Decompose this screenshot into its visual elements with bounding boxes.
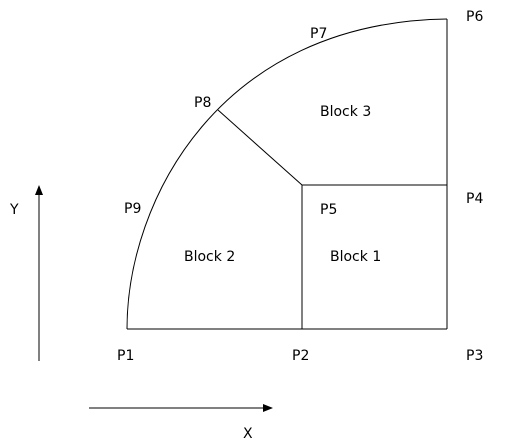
point-label-p3: P3 — [466, 348, 483, 364]
point-label-p2: P2 — [292, 348, 309, 364]
block-label-1: Block 1 — [330, 249, 381, 265]
x-axis-label: X — [243, 426, 253, 442]
point-label-p1: P1 — [117, 348, 134, 364]
point-label-p8: P8 — [194, 95, 211, 111]
point-label-p4: P4 — [466, 191, 483, 207]
point-label-p9: P9 — [124, 201, 141, 217]
edge-p5-p8 — [217, 109, 303, 186]
y-axis-label: Y — [9, 202, 19, 218]
point-label-p7: P7 — [310, 26, 327, 42]
block-label-2: Block 2 — [184, 249, 235, 265]
block-label-3: Block 3 — [320, 104, 371, 120]
point-label-p6: P6 — [466, 9, 483, 25]
point-label-p5: P5 — [320, 202, 337, 218]
arc-p1-p6 — [126, 18, 448, 330]
